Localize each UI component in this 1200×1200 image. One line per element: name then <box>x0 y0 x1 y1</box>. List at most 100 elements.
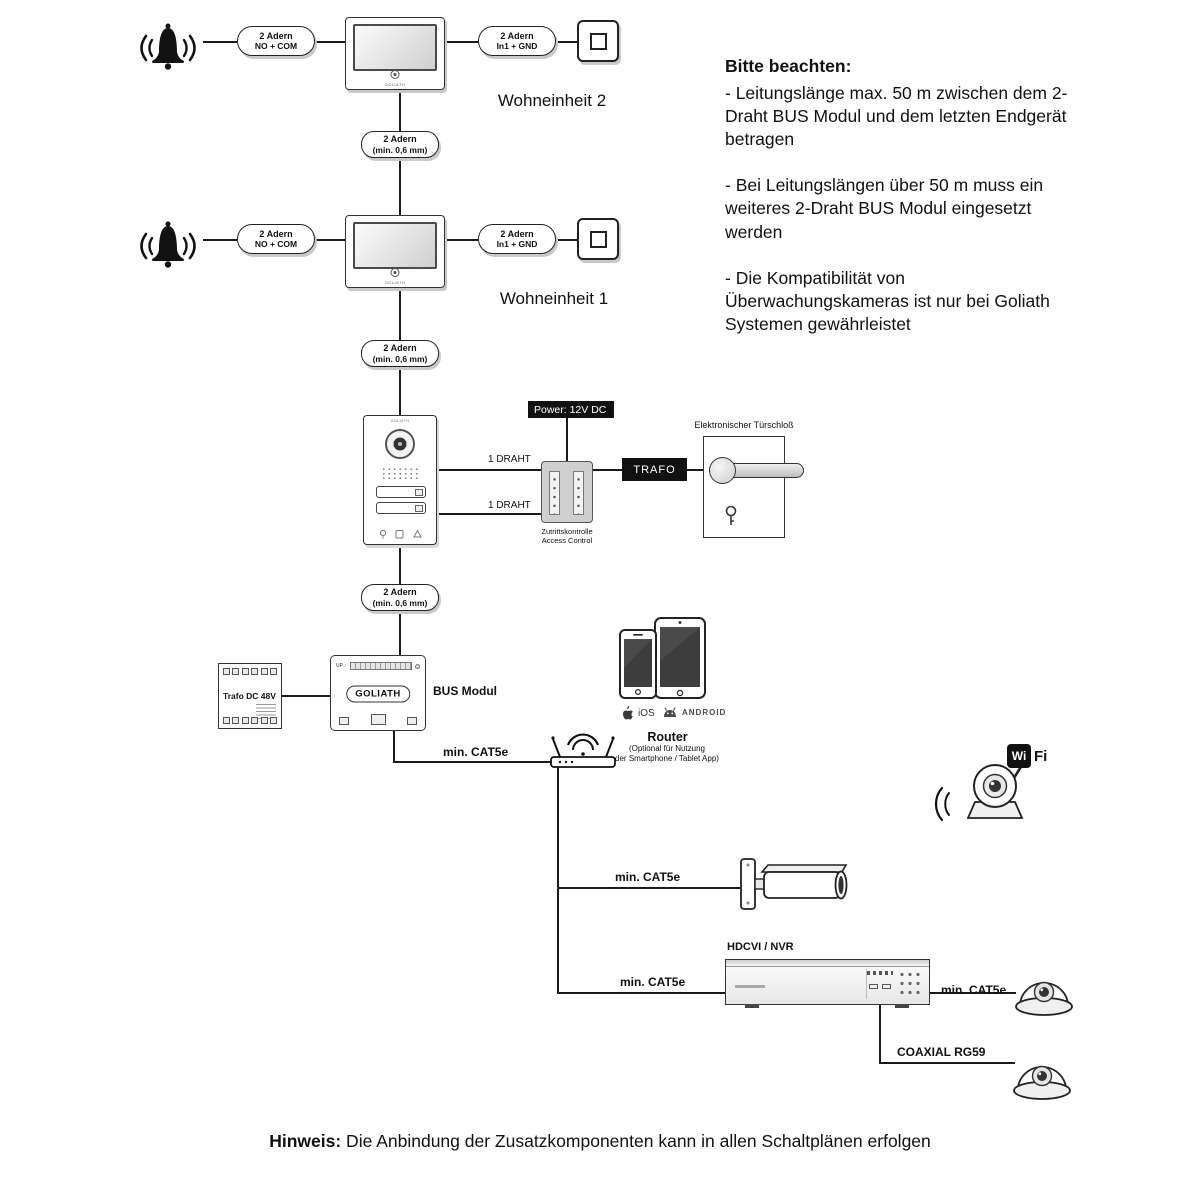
wire-station-access-top <box>437 469 541 471</box>
nvr-usb-ports <box>869 984 891 989</box>
wire-power-access <box>566 418 568 461</box>
pill-line2: (min. 0,6 mm) <box>372 597 428 608</box>
wire-label-min06-3: 2 Adern (min. 0,6 mm) <box>361 584 439 611</box>
router-sub-line1: (Optional für Nutzung <box>628 744 706 753</box>
router-sub-line2: der Smartphone / Tablet App) <box>615 754 719 763</box>
door-lock-label: Elektronischer Türschloß <box>694 420 794 430</box>
wire-pill-doorbtn2 <box>558 41 577 43</box>
wire-monitor1-down <box>399 290 401 342</box>
wire-pill-bus <box>399 611 401 655</box>
nvr-panel-divider <box>866 969 867 999</box>
wifi-logo: Wi Fi <box>1007 744 1047 768</box>
notes-block: Bitte beachten: - Leitungslänge max. 50 … <box>725 55 1075 359</box>
pill-line1: 2 Adern <box>383 587 417 597</box>
wire-nvr-dome1 <box>930 992 1016 994</box>
wire-trafo48-bus <box>282 695 330 697</box>
wire-bus-down <box>393 731 395 761</box>
cat5e-label-dome1: min. CAT5e <box>941 983 1007 997</box>
nvr-recorder <box>725 959 930 1005</box>
wire-coax-dome2 <box>879 1062 1015 1064</box>
terminals-top <box>223 668 277 675</box>
pill-line1: 2 Adern <box>500 228 534 239</box>
door-button-inner <box>589 32 607 50</box>
wire-branch-nvr <box>557 992 726 994</box>
android-badge: ANDROID <box>662 706 726 718</box>
wire-monitor1-pill <box>445 239 478 241</box>
bullet-camera-icon <box>740 858 848 910</box>
door-button-unit1 <box>577 218 619 260</box>
coaxial-rg59-label: COAXIAL RG59 <box>897 1045 986 1059</box>
nvr-buttons <box>898 970 922 998</box>
port-icon <box>339 717 349 725</box>
goliath-brand-text: GOLIATH <box>355 688 401 700</box>
notes-title: Bitte beachten: <box>725 56 852 76</box>
dome-camera-icon-1 <box>1015 981 1073 1016</box>
monitor-screen <box>353 222 437 269</box>
goliath-brand-text: GOLIATH <box>384 82 406 87</box>
power-text: Power: 12V DC <box>534 403 607 416</box>
wire-bell1-pill <box>203 239 237 241</box>
nvr-foot <box>895 1004 909 1008</box>
goliath-logo-icon <box>390 268 400 277</box>
doorbell-ringer-icon-unit2 <box>140 23 196 70</box>
goliath-logo-badge: GOLIATH <box>346 685 410 703</box>
screw-icon <box>415 663 420 669</box>
pill-line2: (min. 0,6 mm) <box>372 144 428 155</box>
lock-knob <box>709 457 736 484</box>
port-icon <box>407 717 417 725</box>
wire-branch-bulletcam <box>557 887 741 889</box>
footer-bold: Hinweis: <box>269 1131 342 1151</box>
wifi-wi-badge: Wi <box>1007 744 1031 768</box>
apple-icon <box>623 706 633 720</box>
bus-top-terminals: UP ↑ <box>336 660 420 672</box>
wire-bell2-pill <box>203 41 237 43</box>
bus-modul-label: BUS Modul <box>433 684 497 698</box>
bus-modul-device: UP ↑ GOLIATH <box>330 655 426 731</box>
station-speaker-grille <box>381 467 421 479</box>
electronic-door-lock <box>703 436 804 538</box>
goliath-brand-text: GOLIATH <box>390 419 410 423</box>
outdoor-station: GOLIATH <box>363 415 437 545</box>
pill-line1: 2 Adern <box>383 343 417 353</box>
terminal-block <box>349 662 412 670</box>
pill-line2: NO + COM <box>254 239 298 250</box>
wire-access-trafo <box>593 469 622 471</box>
pill-line1: 2 Adern <box>259 30 293 41</box>
pill-line2: (min. 0,6 mm) <box>372 353 428 364</box>
note-paragraph-2: - Bei Leitungslängen über 50 m muss ein … <box>725 175 1044 242</box>
monitor-screen <box>353 24 437 71</box>
nvr-foot <box>745 1004 759 1008</box>
cat5e-label-bulletcam: min. CAT5e <box>615 870 681 884</box>
trafo-box: TRAFO <box>622 458 687 481</box>
door-button-unit2 <box>577 20 619 62</box>
note-paragraph-1: - Leitungslänge max. 50 m zwischen dem 2… <box>725 83 1068 150</box>
station-call-button-1 <box>376 486 426 498</box>
wire-router-down <box>557 761 559 992</box>
station-call-button-2 <box>376 502 426 514</box>
unit2-label: Wohneinheit 2 <box>497 91 607 110</box>
wire-label-no-com-unit2: 2 Adern NO + COM <box>237 26 315 56</box>
footer-text: Die Anbindung der Zusatzkomponenten kann… <box>341 1131 931 1151</box>
power-12v-label: Power: 12V DC <box>528 401 614 418</box>
goliath-brand-text: GOLIATH <box>384 280 406 285</box>
wire-bus-router <box>393 761 558 763</box>
hdcvi-nvr-label: HDCVI / NVR <box>727 941 794 953</box>
wire-label-in1-gnd-unit1: 2 Adern In1 + GND <box>478 224 556 254</box>
wire-nvr-down <box>879 1005 881 1062</box>
rj45-port-icon <box>370 714 386 725</box>
dome-camera-icon-2 <box>1013 1065 1071 1100</box>
wire-label-min06-2: 2 Adern (min. 0,6 mm) <box>361 340 439 367</box>
trafo-dc-label: Trafo DC 48V <box>223 691 276 701</box>
wire-station-down <box>399 545 401 586</box>
wire-label-in1-gnd-unit2: 2 Adern In1 + GND <box>478 26 556 56</box>
trafo-dc-48v: Trafo DC 48V <box>218 663 282 729</box>
smartphone-tablet-icon <box>619 617 706 699</box>
key-phone-door-icons <box>379 529 422 539</box>
nvr-led-row <box>867 971 893 975</box>
wire-trafo-lock <box>687 469 704 471</box>
wire-pill-station <box>399 367 401 415</box>
wire-pill-doorbtn1 <box>558 239 577 241</box>
terminal-strip <box>549 471 560 515</box>
ios-badge: iOS <box>620 705 655 721</box>
wire-pill-monitor1-h <box>315 239 345 241</box>
